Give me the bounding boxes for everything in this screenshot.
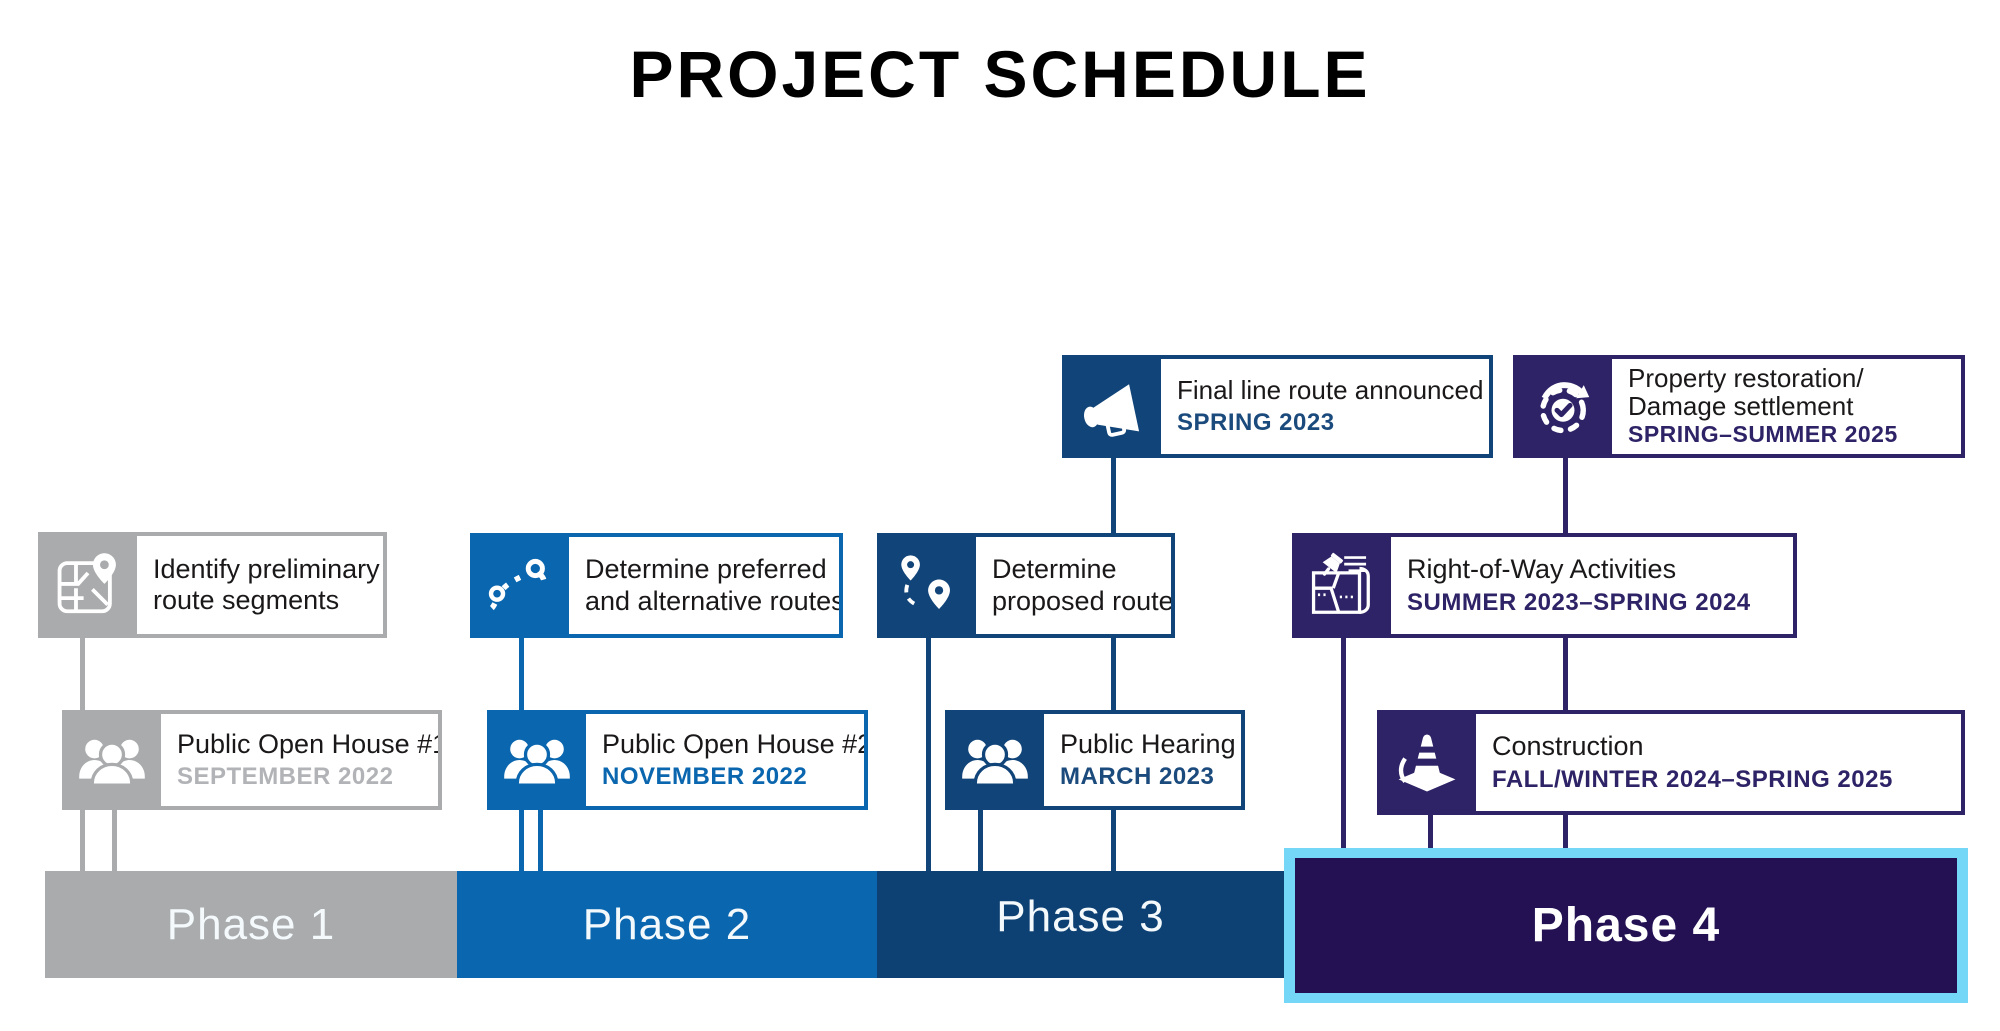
milestone-label: Property restoration/ [1628, 362, 1864, 393]
milestone-label: Public Hearing [1060, 728, 1236, 759]
milestone-label: Public Open House #1 [177, 728, 438, 759]
milestone-date: SUMMER 2023–SPRING 2024 [1407, 588, 1751, 616]
people-group-icon [945, 710, 1044, 810]
milestone-public-open-house-2: Public Open House #2 NOVEMBER 2022 [487, 710, 868, 810]
milestone-date: SEPTEMBER 2022 [177, 763, 394, 791]
connector-line [1111, 456, 1116, 880]
milestone-public-hearing: Public Hearing MARCH 2023 [945, 710, 1245, 810]
map-pins-route-icon [877, 533, 976, 638]
dotted-route-icon [470, 533, 569, 638]
phase-bar-segment-phase-1[interactable]: Phase 1 [45, 871, 457, 978]
milestone-property-restoration: Property restoration/ Damage settlement … [1513, 355, 1965, 458]
connector-line [1428, 813, 1433, 862]
people-group-icon [487, 710, 586, 810]
milestone-label: Identify preliminary [153, 553, 380, 584]
milestone-date: FALL/WINTER 2024–SPRING 2025 [1492, 765, 1893, 793]
milestone-label: Public Open House #2 [602, 728, 864, 759]
phase-label: Phase 3 [996, 891, 1165, 941]
milestone-label: route segments [153, 585, 340, 615]
phase-bar-segment-phase-4-highlighted[interactable]: Phase 4 [1284, 848, 1968, 1003]
restore-check-icon [1513, 355, 1612, 458]
milestone-date: NOVEMBER 2022 [602, 763, 808, 791]
milestone-right-of-way-activities: Right-of-Way Activities SUMMER 2023–SPRI… [1292, 533, 1797, 638]
milestone-final-line-route-announced: Final line route announced SPRING 2023 [1062, 355, 1493, 458]
connector-line [1563, 456, 1568, 862]
phase-bar-segment-phase-3[interactable]: Phase 3 [877, 871, 1284, 978]
phase-label: Phase 1 [166, 899, 336, 949]
map-route-icon [38, 532, 137, 638]
phase-4-inner-box: Phase 4 [1295, 858, 1957, 993]
milestone-construction: Construction FALL/WINTER 2024–SPRING 202… [1377, 710, 1965, 815]
map-pushpin-icon [1292, 533, 1391, 638]
milestone-public-open-house-1: Public Open House #1 SEPTEMBER 2022 [62, 710, 442, 810]
connector-line [1341, 636, 1346, 862]
milestone-determine-preferred-routes: Determine preferred and alternative rout… [470, 533, 843, 638]
phase-label: Phase 2 [582, 899, 752, 949]
connector-line [538, 806, 543, 880]
phase-label: Phase 4 [1531, 899, 1721, 952]
connector-line [926, 636, 931, 880]
traffic-cone-icon [1377, 710, 1476, 815]
milestone-label: Determine preferred [585, 554, 827, 585]
milestone-label: Determine [992, 554, 1117, 585]
milestone-identify-preliminary-routes: Identify preliminary route segments [38, 532, 387, 638]
milestone-label: proposed route [992, 585, 1171, 616]
milestone-determine-proposed-route: Determine proposed route [877, 533, 1175, 638]
phase-bar-segment-phase-2[interactable]: Phase 2 [457, 871, 877, 978]
milestone-date: MARCH 2023 [1060, 763, 1215, 791]
page-title: PROJECT SCHEDULE [629, 37, 1371, 111]
connector-line [112, 806, 117, 880]
milestone-date: SPRING–SUMMER 2025 [1628, 421, 1898, 448]
connector-line [978, 806, 983, 880]
milestone-label: Damage settlement [1628, 390, 1854, 421]
megaphone-icon [1062, 355, 1161, 458]
milestone-label: Right-of-Way Activities [1407, 554, 1677, 585]
milestone-label: Final line route announced [1177, 375, 1484, 406]
milestone-label: Construction [1492, 731, 1644, 762]
milestone-date: SPRING 2023 [1177, 408, 1335, 436]
milestone-label: and alternative routes [585, 585, 839, 616]
people-group-icon [62, 710, 161, 810]
